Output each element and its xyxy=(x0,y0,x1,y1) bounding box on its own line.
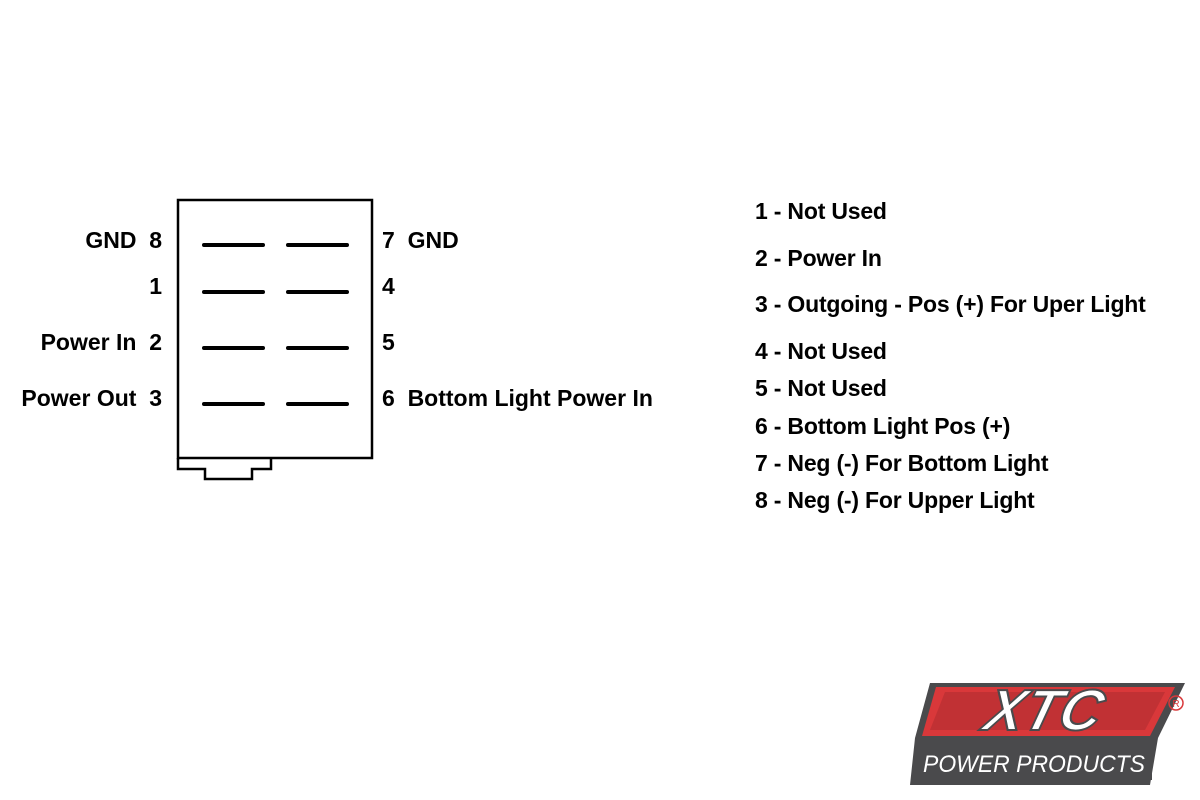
legend-item-6: 6 - Bottom Light Pos (+) xyxy=(755,413,1011,439)
legend-item-1: 1 - Not Used xyxy=(755,198,887,224)
pin-label-2-power-in: Power In 2 xyxy=(40,329,162,355)
legend-item-8: 8 - Neg (-) For Upper Light xyxy=(755,487,1035,513)
legend-item-2: 2 - Power In xyxy=(755,245,882,271)
svg-text:POWER PRODUCTS: POWER PRODUCTS xyxy=(923,751,1145,778)
pin-label-5: 5 xyxy=(382,329,395,355)
pin-label-4: 4 xyxy=(382,273,395,299)
svg-text:XTC: XTC xyxy=(975,678,1113,743)
legend-item-3: 3 - Outgoing - Pos (+) For Uper Light xyxy=(755,291,1146,317)
legend-item-5: 5 - Not Used xyxy=(755,375,887,401)
pin-label-1: 1 xyxy=(149,273,162,299)
legend-item-4: 4 - Not Used xyxy=(755,338,887,364)
legend-item-7: 7 - Neg (-) For Bottom Light xyxy=(755,450,1049,476)
svg-text:R: R xyxy=(1172,699,1179,710)
pin-label-7-gnd: 7 GND xyxy=(382,227,459,253)
connector-latch-tab xyxy=(176,458,273,481)
pin-slots xyxy=(202,243,349,406)
xtc-logo: XTC POWER PRODUCTS R xyxy=(910,677,1185,785)
pin-label-6-bottom-light: 6 Bottom Light Power In xyxy=(382,385,653,411)
pin-label-8-gnd: GND 8 xyxy=(85,227,162,253)
connector-housing xyxy=(176,198,374,460)
pin-label-3-power-out: Power Out 3 xyxy=(21,385,162,411)
